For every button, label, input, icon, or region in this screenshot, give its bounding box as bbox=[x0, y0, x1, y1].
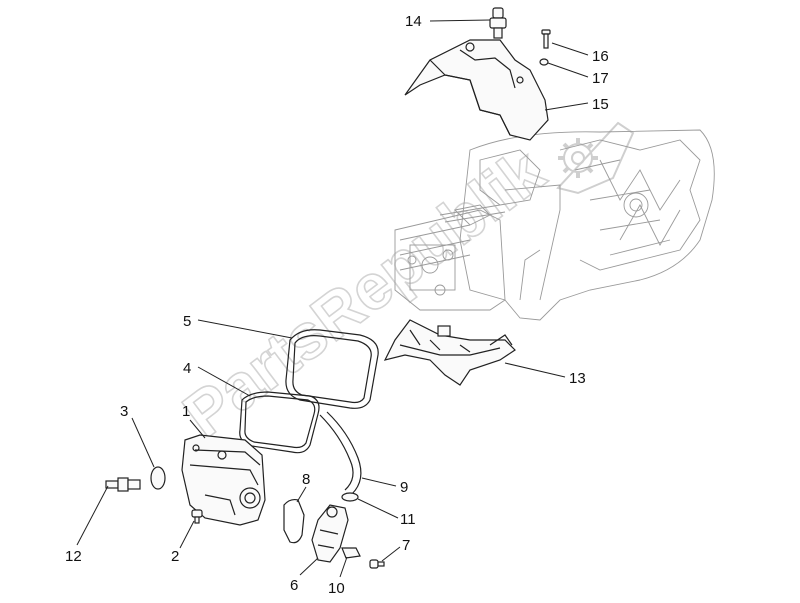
callout-1: 1 bbox=[182, 403, 190, 420]
leader-7 bbox=[381, 546, 401, 562]
part-2-screw bbox=[191, 509, 203, 524]
leader-1 bbox=[189, 419, 206, 439]
leader-15 bbox=[544, 102, 589, 111]
callout-3: 3 bbox=[120, 403, 128, 420]
leader-12 bbox=[76, 485, 109, 546]
leader-6 bbox=[299, 557, 319, 576]
part-8-gasket bbox=[283, 498, 305, 544]
part-16-bolt bbox=[541, 29, 551, 49]
callout-2: 2 bbox=[171, 548, 179, 565]
callout-4: 4 bbox=[183, 360, 191, 377]
part-12-spark-plug bbox=[105, 477, 141, 492]
leader-5 bbox=[197, 319, 293, 339]
callout-16: 16 bbox=[592, 48, 609, 65]
leader-14 bbox=[429, 19, 491, 22]
leader-10 bbox=[339, 556, 348, 578]
part-14-sensor bbox=[489, 7, 507, 39]
callout-11: 11 bbox=[400, 511, 416, 528]
part-9-hose bbox=[319, 411, 362, 495]
callout-7: 7 bbox=[402, 537, 410, 554]
gear-icon bbox=[556, 121, 635, 195]
callout-14: 14 bbox=[405, 13, 422, 30]
part-5-gasket bbox=[285, 329, 379, 409]
callout-17: 17 bbox=[592, 70, 609, 87]
callout-13: 13 bbox=[569, 370, 586, 387]
callout-labels: 14 16 17 15 5 13 4 3 1 8 9 11 7 12 2 6 1… bbox=[65, 13, 609, 597]
part-10-clip bbox=[341, 547, 361, 559]
leader-3 bbox=[131, 417, 155, 468]
part-13-bracket bbox=[383, 319, 516, 386]
leader-13 bbox=[504, 362, 566, 378]
part-1-valve-cover bbox=[181, 434, 266, 526]
callout-6: 6 bbox=[290, 577, 298, 594]
part-15-shroud bbox=[404, 39, 549, 141]
watermark-text: PartsRepublik bbox=[170, 134, 557, 451]
leader-16 bbox=[551, 42, 589, 56]
callout-5: 5 bbox=[183, 313, 191, 330]
leader-lines bbox=[76, 19, 589, 578]
leader-17 bbox=[547, 62, 589, 78]
engine-crankcase bbox=[459, 129, 715, 321]
part-7-screw bbox=[369, 559, 385, 569]
part-3-seal-ring bbox=[150, 466, 166, 490]
callout-10: 10 bbox=[328, 580, 345, 597]
cylinder-head-block bbox=[394, 204, 506, 311]
watermark: PartsRepublik bbox=[169, 121, 635, 452]
leader-11 bbox=[357, 498, 399, 519]
part-17-washer bbox=[539, 58, 549, 66]
part-11-clamp bbox=[341, 492, 359, 502]
callout-9: 9 bbox=[400, 479, 408, 496]
callout-8: 8 bbox=[302, 471, 310, 488]
callout-12: 12 bbox=[65, 548, 82, 565]
leader-9 bbox=[361, 477, 397, 487]
leader-2 bbox=[179, 520, 195, 549]
callout-15: 15 bbox=[592, 96, 609, 113]
leader-4 bbox=[197, 366, 251, 397]
part-6-separator bbox=[311, 504, 349, 563]
leader-8 bbox=[296, 486, 307, 503]
